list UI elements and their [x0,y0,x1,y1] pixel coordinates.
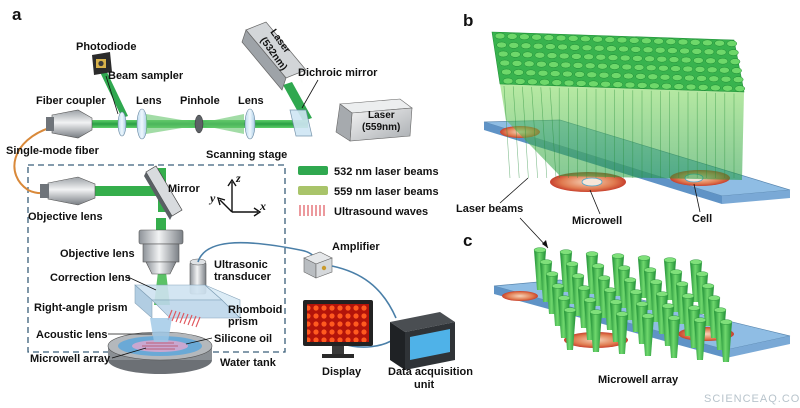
objective-lens-vertical [138,229,184,275]
horizontal-beam-mirror [92,186,162,196]
laser-559-unit: Laser (559nm) [335,98,413,142]
label-microwell-array-c: Microwell array [598,374,679,386]
label-objective-lens-top: Objective lens [28,211,103,223]
label-data-acquisition: Data acquisition [388,366,473,378]
label-dichroic-mirror: Dichroic mirror [298,67,378,79]
laser-532-unit: Laser (532nm) [241,21,307,91]
coordinate-axes [216,178,262,217]
label-beam-sampler: Beam sampler [108,70,184,82]
label-display: Display [322,366,362,378]
legend-label-559: 559 nm laser beams [334,186,439,198]
diverging-beam [200,114,244,134]
lens-1 [136,108,148,140]
label-lens-1: Lens [136,95,162,107]
vertical-beam-lower [156,218,166,238]
leader-correction-lens [127,276,157,291]
data-acquisition-unit [390,312,455,370]
arrow-laser-beams-c [542,240,548,248]
photodiode [92,52,112,75]
objective-lens-horizontal [40,176,96,206]
leader-silicone-oil [185,337,213,345]
label-ultrasonic-transducer: Ultrasonic [214,259,268,271]
label-scanning-stage: Scanning stage [206,149,287,161]
label-right-angle-prism: Right-angle prism [34,302,128,314]
label-amplifier: Amplifier [332,241,380,253]
label-objective-lens: Objective lens [60,248,135,260]
legend: 532 nm laser beams 559 nm laser beams Ul… [298,166,439,218]
beam-tops-b [494,32,746,92]
lens-2 [244,108,256,140]
ultrasound-wave-marks [167,309,201,328]
converging-beam [146,114,200,134]
leader-laser-beams [499,177,529,204]
laser-559-label: Laser [368,110,395,121]
leader-beam-sampler [105,75,119,115]
label-photodiode: Photodiode [76,41,137,53]
pinhole [194,114,204,134]
axis-x-label: x [259,199,266,213]
label-ultrasonic-transducer-2: transducer [214,271,272,283]
cell-b [581,177,603,187]
dichroic-mirror [289,109,313,137]
legend-label-532: 532 nm laser beams [334,166,439,178]
leader-cell [693,183,701,213]
axis-y-label: y [208,191,216,205]
prism-assembly [134,284,241,319]
microwell-sample [142,342,178,350]
label-acoustic-lens: Acoustic lens [36,329,108,341]
label-silicone-oil: Silicone oil [214,333,272,345]
label-rhomboid-prism: Rhomboid [228,304,282,316]
panel-label-b: b [463,11,473,30]
legend-swatch-559 [298,186,328,195]
display-monitor [303,300,373,358]
label-fiber-coupler: Fiber coupler [36,95,106,107]
fiber-coupler [46,109,93,139]
label-rhomboid-prism-2: prism [228,316,258,328]
acoustic-lens [150,318,172,342]
legend-swatch-532 [298,166,328,175]
scan-mirror [144,165,183,220]
label-correction-lens: Correction lens [50,272,131,284]
laser-559-wavelength: (559nm) [362,122,400,133]
amplifier [303,251,333,279]
label-water-tank: Water tank [220,357,277,369]
beam-sampler [117,111,127,137]
label-pinhole: Pinhole [180,95,220,107]
panel-label-c: c [463,231,472,250]
label-laser-beams: Laser beams [456,203,523,215]
label-lens-2: Lens [238,95,264,107]
axis-z-label: z [235,171,241,185]
label-microwell-array-a: Microwell array [30,353,111,365]
legend-swatch-ultrasound [299,205,325,216]
panel-label-a: a [12,5,22,24]
focused-beam-pillars-c [533,247,733,362]
legend-label-ultrasound: Ultrasound waves [334,206,428,218]
label-mirror: Mirror [168,183,201,195]
label-data-acquisition-2: unit [414,379,434,391]
label-cell: Cell [692,213,712,225]
leader-microwell-array-a [111,347,147,359]
microwell-c-3 [502,291,538,301]
photodiode-beam [99,68,128,118]
label-microwell: Microwell [572,215,622,227]
leader-dichroic [301,79,319,109]
label-single-mode-fiber: Single-mode fiber [6,145,100,157]
watermark: SCIENCEAQ.COM [704,393,800,405]
leader-microwell [589,189,601,215]
amplifier-cable [331,265,397,319]
